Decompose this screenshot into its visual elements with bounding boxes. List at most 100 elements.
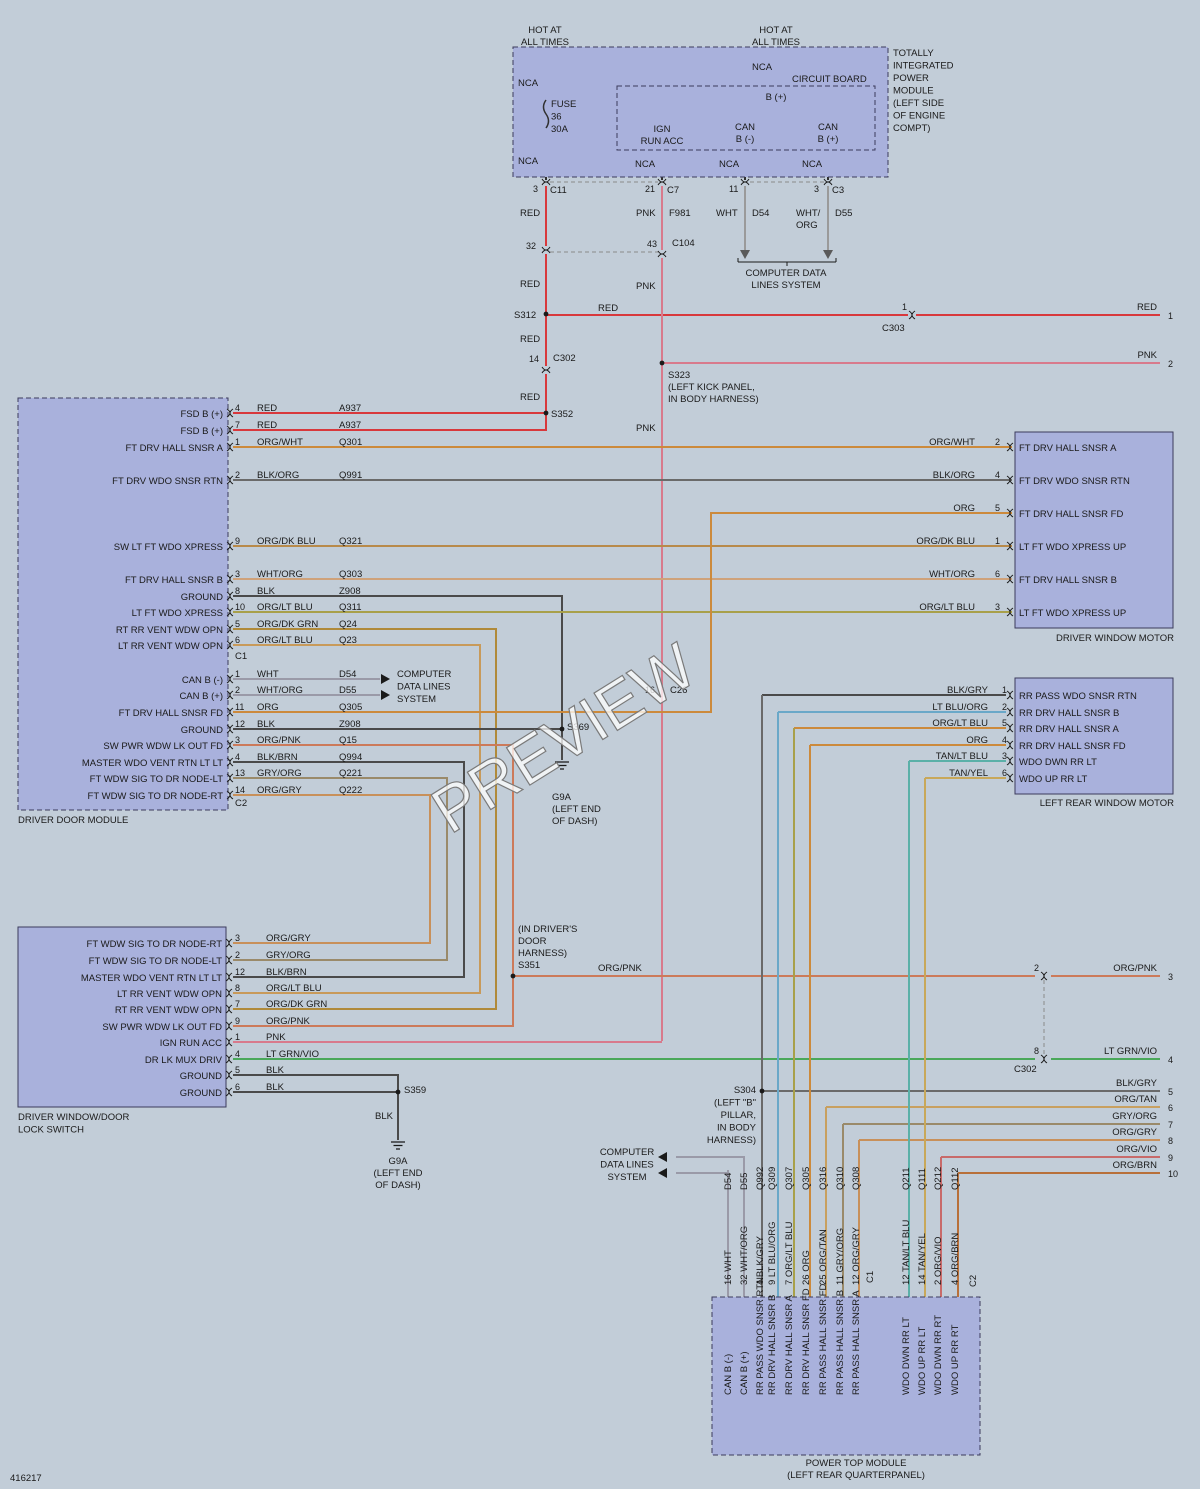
ptm-pin-wire: 11 GRY/ORG xyxy=(835,1228,846,1285)
connector-icon xyxy=(541,366,551,374)
connector-icon xyxy=(908,310,916,320)
right-end-wire-color: GRY/ORG xyxy=(1112,1111,1157,1122)
ddm-pin-number: 7 xyxy=(235,420,240,430)
splice-s359-label: S359 xyxy=(404,1085,426,1096)
ptm-circuit-id: D54 xyxy=(723,1173,734,1190)
lrwm-pin-number: 1 xyxy=(1002,685,1007,695)
can-plus-wire xyxy=(676,1156,745,1170)
ddm-pin-number: 3 xyxy=(235,569,240,579)
ddm-wire-color: WHT/ORG xyxy=(257,685,303,696)
wire-color-whtorg: ORG xyxy=(796,220,818,231)
ddm-pin-label: GROUND xyxy=(181,725,223,736)
dws-pin-number: 7 xyxy=(235,999,240,1009)
lrwm-wire-color: ORG/LT BLU xyxy=(932,718,988,729)
ddm-pin-number: 4 xyxy=(235,403,240,413)
nca-label: NCA xyxy=(802,159,823,170)
dws-pin-number: 3 xyxy=(235,933,240,943)
pin-connector-icon xyxy=(226,442,234,452)
ddm-pin-label: SW PWR WDW LK OUT FD xyxy=(103,741,223,752)
connector-c3: C3 xyxy=(832,185,844,196)
pin-connector-icon xyxy=(1006,574,1014,584)
ptm-pin-wire: 7 ORG/LT BLU xyxy=(784,1221,795,1285)
dws-wire-color: ORG/PNK xyxy=(266,1016,310,1027)
dws-pin-label: LT RR VENT WDW OPN xyxy=(117,989,222,1000)
org-pnk-wire xyxy=(233,744,514,1027)
splice-s323-label: S323 xyxy=(668,370,690,381)
wire-color-org-pnk: ORG/PNK xyxy=(598,963,642,974)
pin-connector-icon xyxy=(226,574,234,584)
dwm-wire-color: ORG/LT BLU xyxy=(919,602,975,613)
ddm-circuit-id: Q994 xyxy=(339,752,362,763)
pin-connector-icon xyxy=(1006,475,1014,485)
ptm-pin-label: RR PASS HALL SNSR FD xyxy=(818,1283,829,1395)
pin-number: 14 xyxy=(529,354,539,364)
ptm-circuit-id: Q310 xyxy=(835,1167,846,1190)
connector-icon xyxy=(1040,1054,1048,1064)
component-boxes xyxy=(17,46,1174,1456)
ddm-wire-color: BLK/ORG xyxy=(257,470,299,481)
pin-number: 11 xyxy=(729,184,738,194)
dws-pin-number: 9 xyxy=(235,1016,240,1026)
can-b-plus-label: CAN xyxy=(818,122,838,133)
ddm-circuit-id: A937 xyxy=(339,420,361,431)
dws-pin-label: FT WDW SIG TO DR NODE-RT xyxy=(87,939,223,950)
dws-pin-label: GROUND xyxy=(180,1088,222,1099)
pin-connector-icon xyxy=(225,1070,233,1080)
pin-connector-icon xyxy=(1006,508,1014,518)
hot-at-all-times-label: HOT AT xyxy=(528,25,562,36)
ptm-pin-wire: 12 TAN/LT BLU xyxy=(901,1220,912,1285)
ddm-wire-color: ORG/LT BLU xyxy=(257,635,313,646)
tipm-label: COMPT) xyxy=(893,123,930,134)
ddm-pin-number: 1 xyxy=(235,437,240,447)
ddm-pin-label: RT RR VENT WDW OPN xyxy=(116,625,223,636)
lrwm-wire-color: BLK/GRY xyxy=(947,685,989,696)
right-end-number: 9 xyxy=(1168,1153,1173,1163)
bracket xyxy=(737,258,837,266)
right-end-number: 6 xyxy=(1168,1103,1173,1113)
ddm-pin-label: FSD B (+) xyxy=(181,426,224,437)
pin-connector-icon xyxy=(1006,541,1014,551)
wire-color-blk: BLK xyxy=(375,1111,394,1122)
ddm-circuit-id: Q222 xyxy=(339,785,362,796)
driver-window-lock-switch-label: DRIVER WINDOW/DOOR xyxy=(18,1112,129,1123)
lrwm-pin-label: RR PASS WDO SNSR RTN xyxy=(1019,691,1137,702)
ddm-wire-color: ORG/GRY xyxy=(257,785,302,796)
ddm-pin-label: CAN B (-) xyxy=(182,675,223,686)
splice-s359 xyxy=(395,1089,401,1095)
splice-s351-label: (IN DRIVER'S xyxy=(518,924,577,935)
wire-color-whtorg: WHT/ xyxy=(796,208,821,219)
ptm-circuit-id: Q212 xyxy=(933,1167,944,1190)
ddm-wire-color: RED xyxy=(257,403,277,414)
right-end-number: 7 xyxy=(1168,1120,1173,1130)
right-end-wire-color: LT GRN/VIO xyxy=(1104,1046,1157,1057)
pin-connector-icon xyxy=(226,740,234,750)
ddm-pin-label: SW LT FT WDO XPRESS xyxy=(114,542,223,553)
lrwm-pin-number: 2 xyxy=(1002,702,1007,712)
connector-c7: C7 xyxy=(667,185,679,196)
power-top-module-label: (LEFT REAR QUARTERPANEL) xyxy=(787,1470,925,1481)
ddm-pin-number: 6 xyxy=(235,635,240,645)
ddm-pin-label: CAN B (+) xyxy=(179,691,223,702)
ddm-pin-label: FT DRV HALL SNSR B xyxy=(125,575,223,586)
dwm-pin-label: FT DRV HALL SNSR A xyxy=(1019,443,1117,454)
ptm-pin-wire: 32 WHT/ORG xyxy=(739,1226,750,1285)
pin-number: 8 xyxy=(1034,1046,1039,1056)
ign-run-acc-label: IGN xyxy=(654,124,671,135)
ptm-circuit-id: Q316 xyxy=(818,1167,829,1190)
lrwm-pin-label: WDO UP RR LT xyxy=(1019,774,1087,785)
ddm-pin-label: FSD B (+) xyxy=(181,409,224,420)
computer-data-lines-label: COMPUTER xyxy=(600,1147,655,1158)
can-b-minus-label: CAN xyxy=(735,122,755,133)
ddm-pin-number: 3 xyxy=(235,735,240,745)
dwm-pin-number: 4 xyxy=(995,470,1000,480)
ptm-circuit-id: Q307 xyxy=(784,1167,795,1190)
blk-ground-wire xyxy=(233,1074,399,1140)
lrwm-wire-color: TAN/YEL xyxy=(949,768,988,779)
right-end-wire-color: BLK/GRY xyxy=(1116,1078,1158,1089)
org-ltblu-wire xyxy=(233,644,481,994)
pin-connector-icon xyxy=(1006,756,1014,766)
ddm-wire-color: ORG/WHT xyxy=(257,437,303,448)
pin-connector-icon xyxy=(226,757,234,767)
connector-c2: C2 xyxy=(235,798,247,809)
